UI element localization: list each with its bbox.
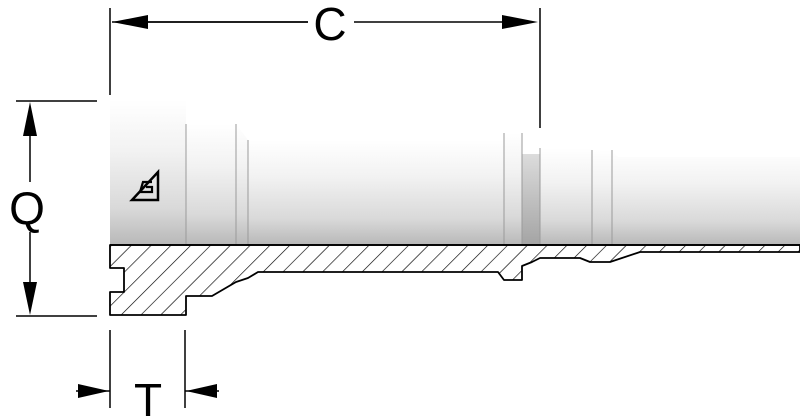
- fitting-collar: [504, 133, 522, 245]
- fitting-tube: [248, 140, 504, 245]
- dimension-c-label: C: [313, 0, 346, 50]
- fitting-section: [109, 244, 800, 316]
- fitting-shoulder: [186, 124, 248, 245]
- dimension-c: C: [109, 0, 541, 128]
- dimension-q-label: Q: [9, 182, 45, 234]
- dimension-q: Q: [9, 100, 97, 317]
- fitting-barb: [592, 150, 800, 245]
- fitting-step: [540, 148, 592, 245]
- fitting-hex: [110, 100, 186, 245]
- fitting-body: [110, 100, 800, 245]
- triangle-g-logo: [129, 168, 160, 202]
- fitting-groove: [522, 154, 540, 245]
- dimension-t: T: [76, 330, 219, 418]
- dimension-t-label: T: [134, 374, 162, 418]
